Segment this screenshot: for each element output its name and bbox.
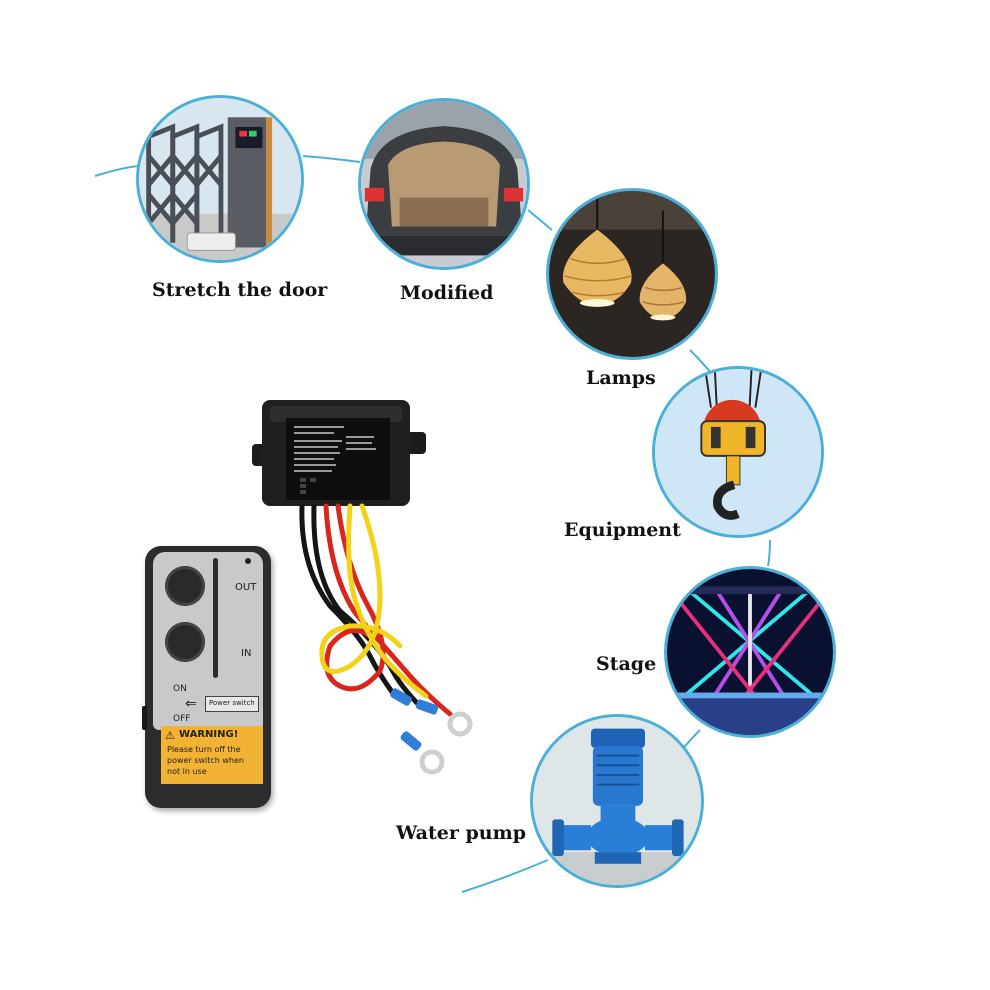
remote-divider [213,558,218,678]
connector-line-crane-stage [767,539,771,567]
crane-hook-icon [652,366,824,538]
receiver-unit [252,400,473,775]
ring-terminals [390,688,473,775]
remote-face: OUT IN ON OFF ⇐ Power switch [153,552,263,730]
pendant-lamp-icon [546,188,718,360]
connector-line-left [94,165,139,177]
on-label: ON [173,684,187,694]
button-out[interactable] [165,566,205,606]
indicator-led [245,558,251,564]
receiver-wires [299,503,453,717]
power-switch-label: Power switch [209,699,255,707]
warning-triangle-icon: ⚠ [165,729,175,742]
application-label-modified: Modified [400,282,494,304]
connector-line-car-lamp [527,209,553,231]
warning-title: WARNING! [179,729,239,740]
application-label-stage: Stage [596,653,657,675]
application-label-pump: Water pump [396,822,526,844]
application-label-door: Stretch the door [152,279,328,301]
power-switch[interactable]: Power switch [205,696,259,712]
car-trunk-icon [358,98,530,270]
side-switch[interactable] [142,706,147,730]
remote-control: OUT IN ON OFF ⇐ Power switch ⚠ WARNING! … [142,546,271,808]
arrow-left-icon: ⇐ [185,696,197,712]
button-in[interactable] [165,622,205,662]
in-label: IN [241,648,252,659]
out-label: OUT [235,582,257,593]
connector-line-door-car [302,155,361,163]
stretch-door-icon [136,95,304,263]
warning-line-1: Please turn off the [167,745,241,754]
warning-line-2: power switch when [167,756,244,765]
application-label-equipment: Equipment [564,519,681,541]
off-label: OFF [173,714,191,724]
warning-label: ⚠ WARNING! Please turn off the power swi… [161,726,263,784]
connector-line-right-bottom [461,859,549,893]
application-label-lamps: Lamps [586,367,656,389]
warning-line-3: not in use [167,767,207,776]
stage-lights-icon [664,566,836,738]
water-pump-icon [530,714,704,888]
